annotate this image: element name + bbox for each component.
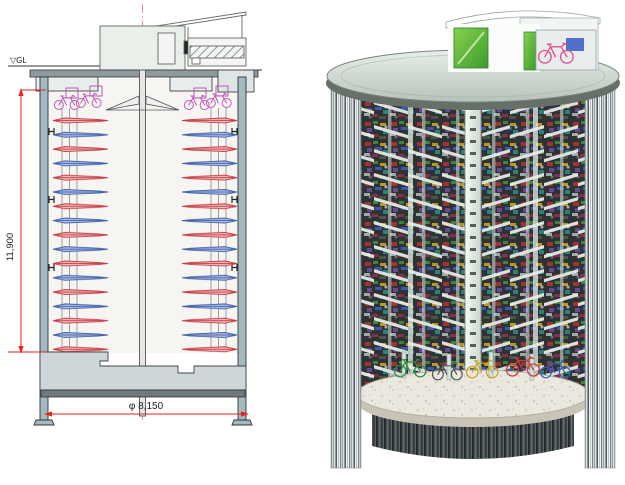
kiosk-canopy: [445, 10, 601, 29]
kiosk-basket: [566, 38, 584, 51]
cross-section-drawing: ▽GL: [5, 4, 262, 426]
base-footing: [40, 389, 246, 398]
building-door: [157, 32, 176, 65]
height-dimension-label: 11,900: [5, 233, 16, 261]
arrow-up-icon: [18, 88, 24, 96]
kiosk-side-door: [523, 31, 537, 71]
entry-detail: [191, 57, 201, 65]
entry-conveyor: [189, 45, 245, 59]
arrow-left-icon: [44, 411, 52, 417]
wall-foot-right: [231, 419, 253, 426]
diameter-dimension: [44, 411, 249, 417]
bike-rack-rows-right: [180, 115, 238, 354]
bike-rack-rows-left: [52, 115, 110, 354]
top-block-right: [217, 69, 255, 93]
kiosk-door-streak: [457, 31, 485, 65]
height-dimension: [8, 88, 46, 354]
cutaway-3d-render: [326, 10, 620, 469]
wall-foot-left: [33, 419, 55, 426]
surface-kiosk: [445, 10, 601, 72]
arrow-right-icon: [241, 411, 249, 417]
ground-level-bicycles: [393, 351, 571, 381]
gl-label: ▽GL: [10, 56, 27, 65]
diameter-dimension-label: φ 8,150: [129, 401, 164, 412]
inner-rail: [533, 92, 538, 388]
base-slab: [39, 351, 247, 391]
outer-shell-right: [584, 83, 616, 469]
top-bicycles: [53, 85, 232, 110]
lift-mast: [139, 69, 146, 417]
concrete-base: [356, 369, 590, 419]
top-beam-left: [35, 76, 99, 92]
outer-shell-left: [330, 83, 362, 469]
inner-rail: [408, 92, 413, 388]
lift-carriage: [105, 95, 180, 111]
surface-building: [99, 11, 247, 71]
arrow-down-icon: [18, 346, 24, 354]
